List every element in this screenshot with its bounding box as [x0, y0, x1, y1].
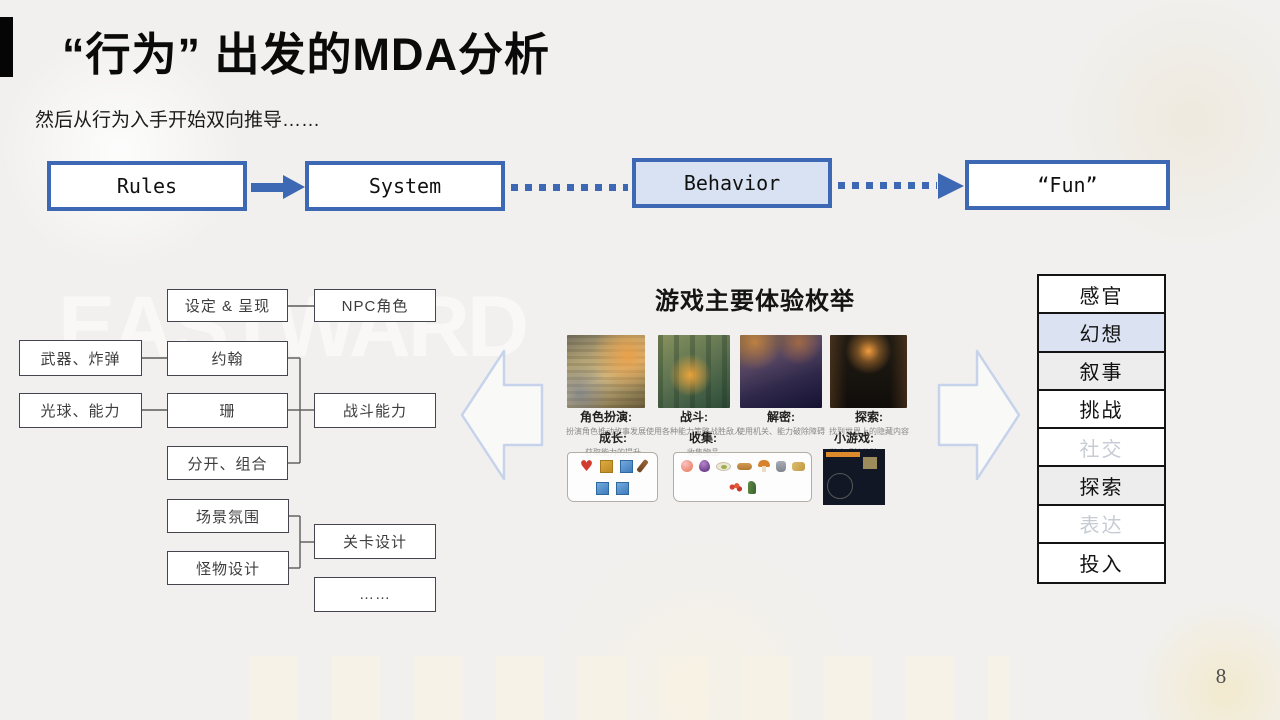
mda-row-submission: 投入 — [1039, 543, 1164, 582]
heart-icon: ♥ — [579, 456, 594, 475]
arrow-rules-to-system-head — [283, 175, 305, 199]
experience-label-combat: 战斗: 使用各种能力策略战胜敌人 — [646, 410, 742, 436]
berries-icon — [729, 483, 742, 492]
box-level-design: 关卡设计 — [314, 524, 436, 559]
sack-icon — [775, 460, 786, 472]
dotted-line-behavior-to-fun — [838, 182, 937, 189]
flow-box-behavior: Behavior — [632, 158, 832, 208]
experience-section-title: 游戏主要体验枚举 — [655, 288, 855, 315]
box-weapons-bombs: 武器、炸弹 — [19, 340, 142, 376]
title-accent-bar — [0, 17, 13, 77]
peach-icon — [680, 460, 693, 472]
box-split-combine: 分开、组合 — [167, 446, 288, 480]
dotted-arrow-head — [938, 173, 964, 199]
flow-box-rules: Rules — [47, 161, 247, 211]
box-orbs-abilities: 光球、能力 — [19, 393, 142, 428]
blue-chip-icon — [616, 481, 629, 495]
fig-icon — [698, 460, 710, 472]
experience-label-explore: 探索: 找到世界上的隐藏内容 — [829, 410, 909, 436]
box-combat-ability: 战斗能力 — [314, 393, 436, 428]
growth-items-box: ♥ — [567, 452, 658, 502]
hollow-arrow-right — [937, 349, 1021, 481]
flow-box-fun: “Fun” — [965, 160, 1170, 210]
screenshot-combat — [658, 335, 730, 408]
mda-experience-table: 感官 幻想 叙事 挑战 社交 探索 表达 投入 — [1037, 274, 1166, 584]
paddle-icon — [636, 459, 649, 474]
experience-label-puzzle: 解密: 使用机关、能力破除障碍 — [737, 410, 825, 436]
box-ellipsis: …… — [314, 577, 436, 612]
page-title: “行为” 出发的MDA分析 — [62, 29, 550, 80]
box-npc-role: NPC角色 — [314, 289, 436, 322]
experience-label-roleplay: 角色扮演: 扮演角色推动故事发展 — [566, 410, 646, 436]
collect-items-box — [673, 452, 812, 502]
blue-chip-icon — [620, 459, 634, 473]
box-sam: 珊 — [167, 393, 288, 428]
mda-row-discovery: 探索 — [1039, 467, 1164, 506]
screenshot-explore — [830, 335, 907, 408]
mda-row-expression: 表达 — [1039, 505, 1164, 544]
box-setting-presentation: 设定 & 呈现 — [167, 289, 288, 322]
box-john: 约翰 — [167, 341, 288, 376]
dotted-line-system-to-behavior — [511, 184, 628, 191]
screenshot-roleplay — [567, 335, 645, 408]
mda-row-narrative: 叙事 — [1039, 352, 1164, 391]
mda-row-challenge: 挑战 — [1039, 390, 1164, 429]
mda-row-fellowship: 社交 — [1039, 429, 1164, 468]
background-skyline — [250, 656, 1010, 720]
hollow-arrow-left — [460, 349, 544, 481]
box-monster-design: 怪物设计 — [167, 551, 289, 585]
page-number: 8 — [1215, 664, 1227, 688]
gold-chip-icon — [600, 459, 614, 473]
minigame-cabin-icon — [863, 457, 877, 469]
blue-chip-icon — [596, 481, 609, 495]
arrow-rules-to-system — [251, 183, 284, 192]
mda-row-sensation: 感官 — [1039, 276, 1164, 315]
slide-subtitle: 然后从行为入手开始双向推导…… — [35, 110, 321, 131]
flow-box-system: System — [305, 161, 505, 211]
minigame-screenshot — [823, 449, 885, 505]
mda-row-fantasy: 幻想 — [1039, 314, 1164, 353]
screenshot-puzzle — [740, 335, 822, 408]
grain-icon — [791, 461, 805, 471]
dish-icon — [715, 461, 731, 471]
mushroom-icon — [757, 460, 770, 472]
bread-icon — [736, 462, 752, 470]
plant-icon — [748, 481, 756, 494]
box-scene-atmosphere: 场景氛围 — [167, 499, 289, 533]
